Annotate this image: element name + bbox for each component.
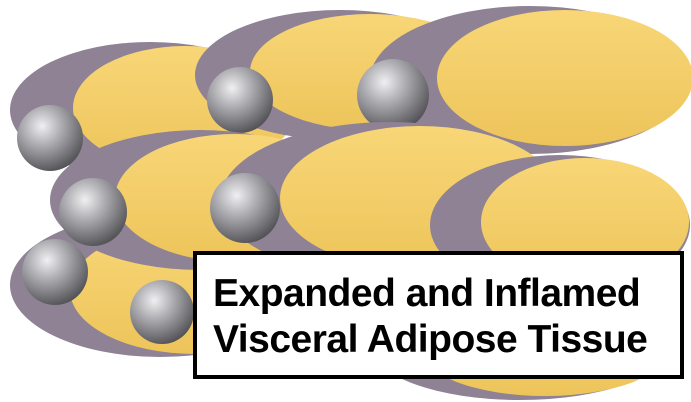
nucleus <box>210 173 280 243</box>
label-line-1: Expanded and Inflamed <box>213 271 680 317</box>
nucleus <box>59 178 127 246</box>
nucleus <box>207 67 273 133</box>
nucleus <box>22 239 88 305</box>
label-line-2: Visceral Adipose Tissue <box>213 317 680 363</box>
nucleus <box>357 59 429 131</box>
nucleus <box>130 280 194 344</box>
tissue-label-box: Expanded and Inflamed Visceral Adipose T… <box>193 251 684 379</box>
nucleus <box>17 105 83 171</box>
